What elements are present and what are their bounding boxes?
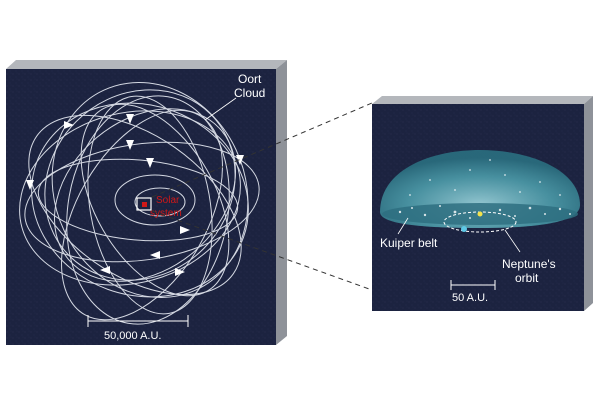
zoom-connectors — [151, 102, 373, 291]
orbit-arrow — [100, 266, 110, 274]
oort-label-line1: Oort — [238, 72, 262, 86]
kuiper-panel-side — [584, 96, 593, 311]
kuiper-panel-top — [372, 96, 593, 104]
neptune-label-leader — [504, 229, 521, 253]
orbit-arrows — [26, 114, 244, 276]
orbit-arrow — [26, 180, 34, 190]
neptune-label-line2: orbit — [515, 271, 539, 285]
orbit-arrow — [236, 155, 244, 165]
oort-orbits — [19, 82, 260, 325]
kuiper-objects — [398, 159, 571, 219]
kuiper-panel: Kuiper belt Neptune's orbit 50 A.U. — [372, 96, 593, 311]
oort-label-line2: Cloud — [234, 86, 265, 100]
orbit-arrow — [150, 251, 160, 259]
neptune-label-line1: Neptune's — [502, 257, 556, 271]
oort-scale-label: 50,000 A.U. — [104, 330, 162, 342]
kuiper-label-leader — [397, 217, 409, 235]
oort-panel-face — [6, 69, 276, 345]
oort-panel: Oort Cloud Solar system 50,000 A.U. — [6, 60, 287, 345]
solar-system-box — [136, 197, 152, 211]
oort-panel-side — [276, 60, 287, 345]
kuiper-scale-bar — [450, 280, 496, 290]
oort-scale-bar — [87, 315, 189, 327]
orbit-arrow — [180, 226, 190, 234]
orbit-arrow — [64, 121, 74, 129]
kuiper-label: Kuiper belt — [380, 236, 438, 250]
oort-panel-top — [6, 60, 287, 69]
solar-system-marker — [142, 202, 147, 207]
oort-label-leader — [204, 97, 237, 121]
solar-label-line1: Solar — [156, 195, 180, 206]
orbit-arrow — [146, 158, 154, 168]
orbit-arrow — [175, 268, 185, 276]
orbit-arrow — [126, 140, 134, 150]
orbit-arrow — [126, 114, 134, 124]
neptune-dot — [461, 226, 467, 232]
kuiper-scale-label: 50 A.U. — [452, 292, 488, 304]
sun-dot — [477, 211, 483, 217]
solar-label-line2: system — [150, 208, 182, 219]
